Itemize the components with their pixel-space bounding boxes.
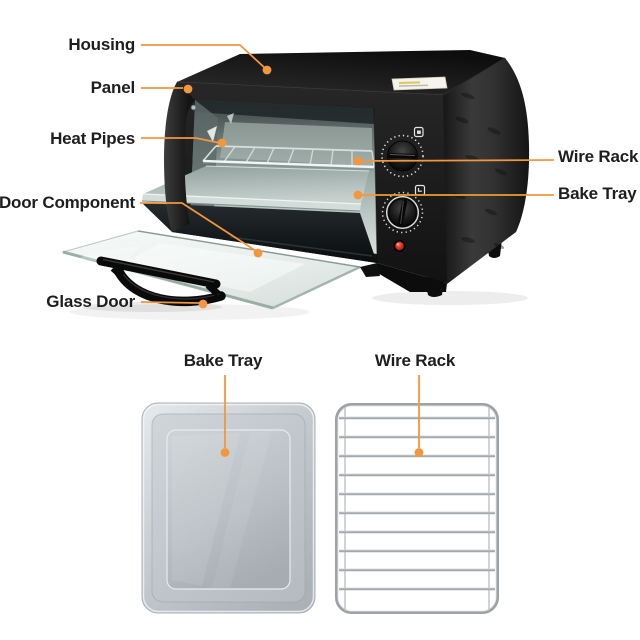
oven-shadow [372,291,528,305]
leader-dot-wire-rack [353,156,363,166]
callout-panel-label: Panel [90,78,136,97]
leader-line-wire-rack [357,159,555,162]
leader-dot-housing [262,65,272,75]
hinge-screw [190,104,197,111]
accessory-bake-tray [141,402,316,614]
leader-dots [183,65,424,457]
rating-sticker [391,76,448,91]
door-handle [82,256,226,312]
oven [61,50,530,320]
leader-dot-panel [183,84,193,94]
oven-wire-rack [202,145,375,170]
top-right-edge [442,57,506,96]
timer-knob [381,191,424,234]
rack-wires [339,416,495,591]
oven-base [376,263,447,292]
leader-lines [140,44,555,448]
callout-bake-tray-label: Bake Tray [558,184,637,203]
callout-glass-door-label: Glass Door [46,292,135,311]
heat-pipe-glint [207,126,217,142]
door-hinge [360,263,380,277]
leader-dot-glass-door [198,299,208,309]
callout-door-component-label: Door Component [0,193,135,212]
mouth-reflection [229,236,373,257]
leader-dot-accessory-wire-rack [414,448,424,457]
leader-dot-accessory-bake-tray [220,448,230,457]
toast-mode-icon [413,126,424,138]
callout-wire-rack-label: Wire Rack [558,147,639,166]
oven-interior [190,100,375,224]
leader-dot-heat-pipes [217,138,227,148]
control-panel [373,107,426,264]
leader-dot-bake-tray [353,190,363,200]
power-indicator-light [393,239,406,253]
leader-line-glass-door [140,301,200,304]
temperature-knob [381,134,424,178]
oven-mouth [142,203,377,263]
oven-door-frame-left [164,82,195,232]
accessory-wire-rack-label: Wire Rack [374,351,456,370]
leader-line-door-component [140,202,257,252]
accessory-wire-rack [335,403,499,614]
door-shadow [70,304,310,320]
glass-reflection [118,243,305,292]
oven-side-panel [441,58,530,284]
callout-housing-label: Housing [68,35,135,54]
callout-heat-pipes-label: Heat Pipes [50,129,135,148]
leader-line-housing [141,44,267,70]
leader-dot-door-component [253,248,263,258]
accessory-bake-tray-label: Bake Tray [183,351,263,370]
leader-line-heat-pipes [141,137,221,144]
